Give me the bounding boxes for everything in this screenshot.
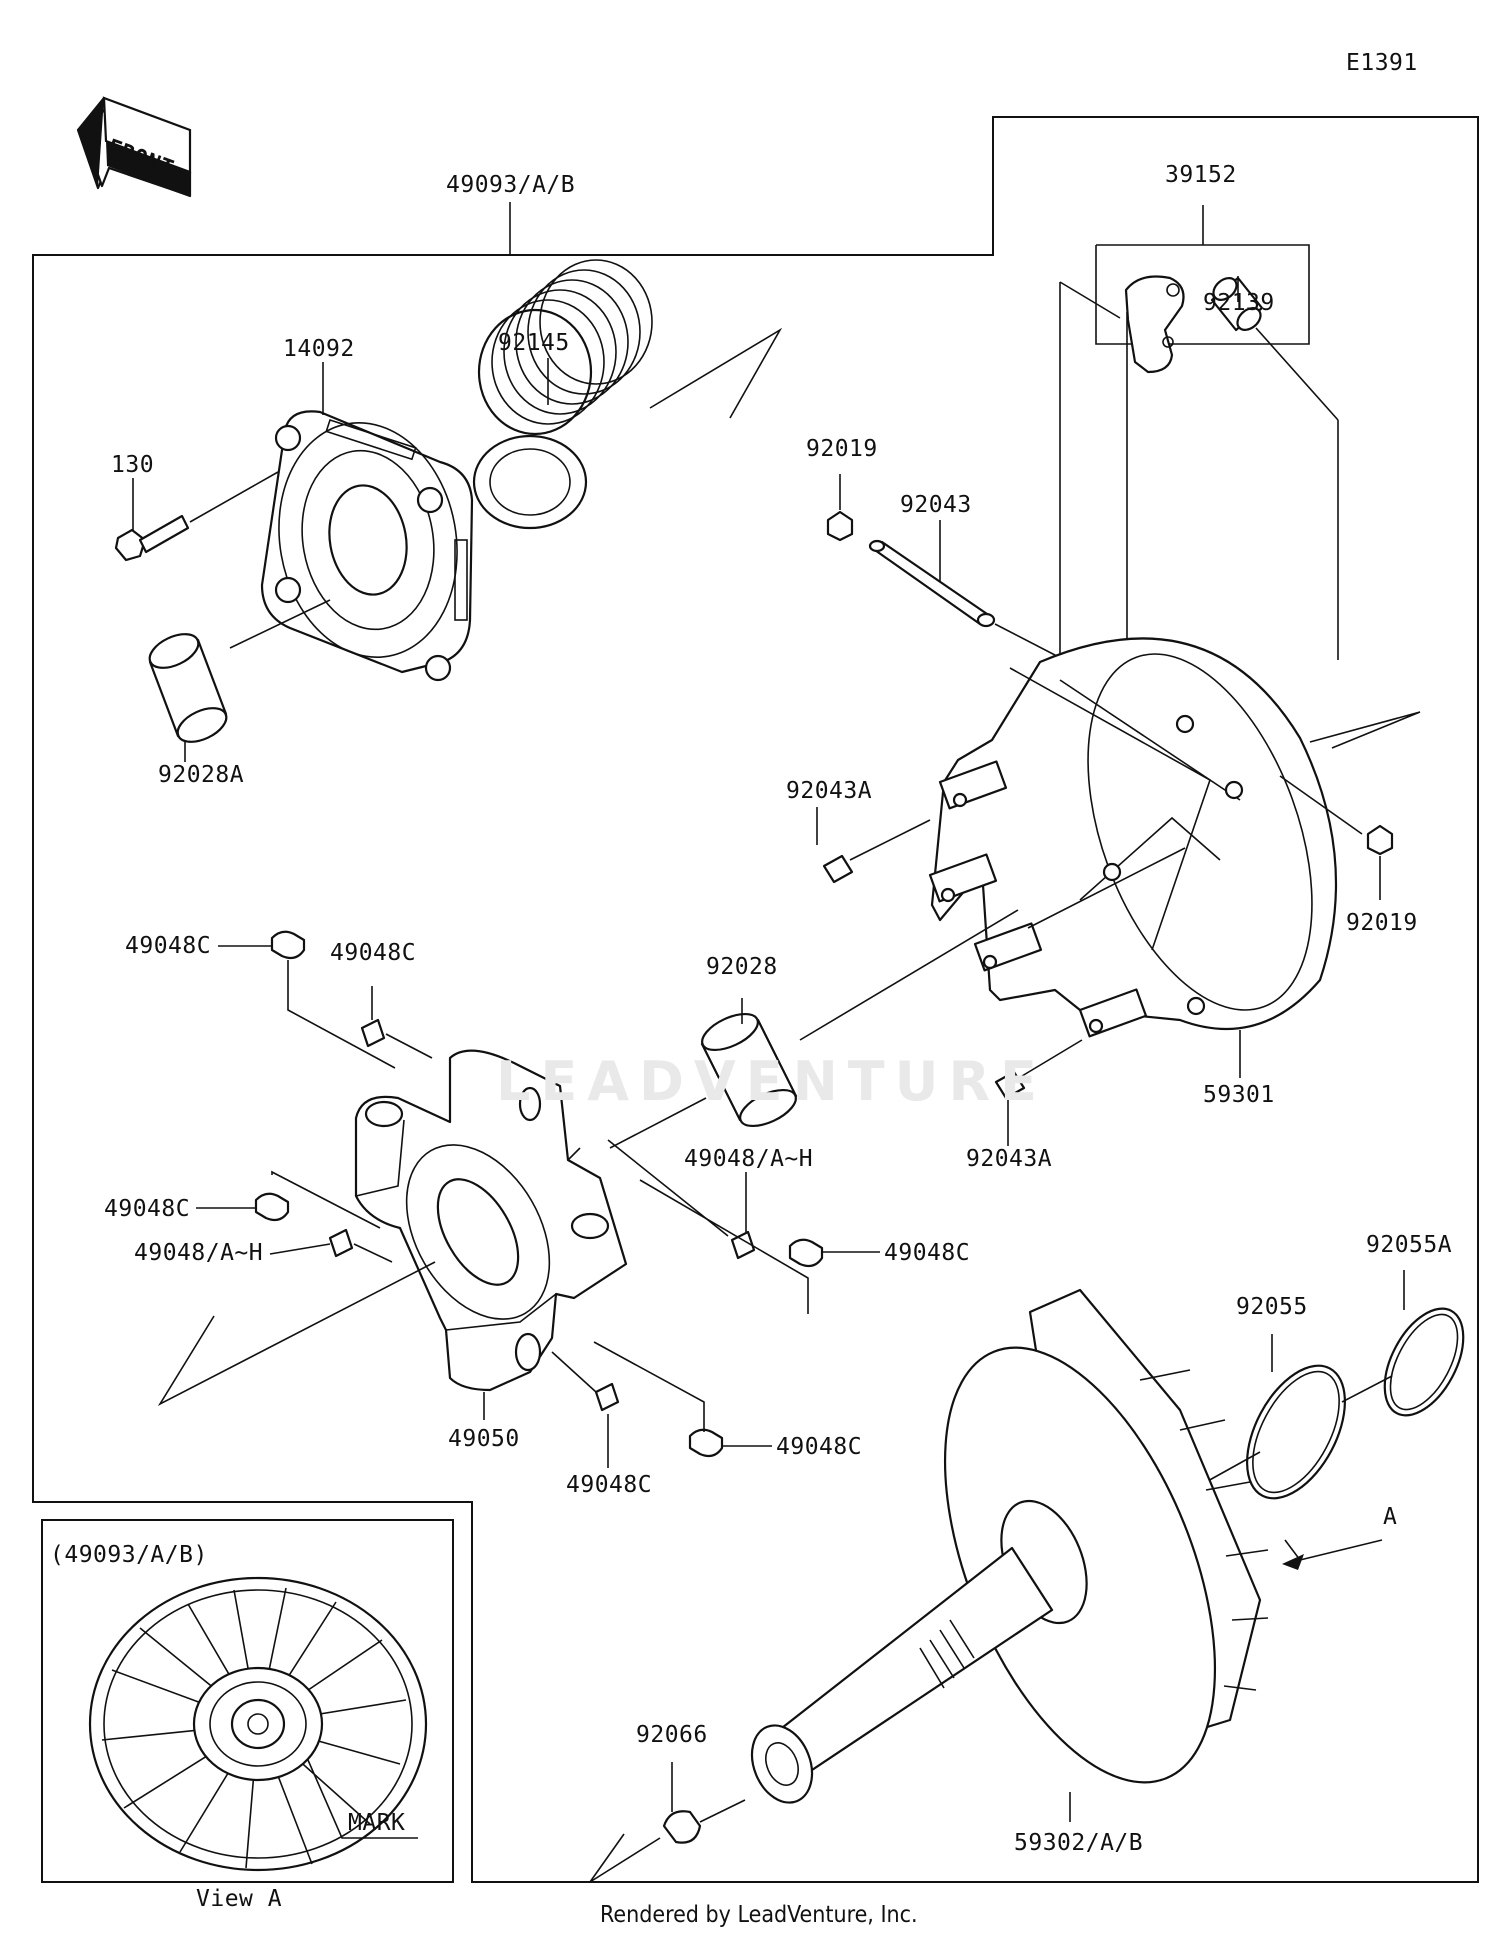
part-label-92139: 92139 — [1203, 290, 1275, 316]
watermark: LEADVENTURE — [496, 1050, 1047, 1113]
part-label-92028: 92028 — [706, 954, 778, 980]
part-label-39152: 39152 — [1165, 162, 1237, 188]
bolt-part — [114, 514, 190, 562]
part-label-49048c-4: 49048C — [884, 1240, 971, 1266]
part-label-92028a: 92028A — [158, 762, 245, 788]
movable-sheave-part — [928, 637, 1338, 1038]
view-arrow-label: A — [1383, 1504, 1398, 1530]
part-label-59302-a-b: 59302/A/B — [1014, 1830, 1144, 1856]
part-label-49048c-6: 49048C — [776, 1434, 863, 1460]
part-label-49048-a-h-2: 49048/A~H — [684, 1146, 814, 1172]
part-label-92043a-bottom: 92043A — [966, 1146, 1053, 1172]
part-label-92043: 92043 — [900, 492, 972, 518]
part-label-59301: 59301 — [1203, 1082, 1275, 1108]
footer-credit: Rendered by LeadVenture, Inc. — [600, 1902, 918, 1928]
o-ring-part — [1246, 1364, 1346, 1500]
diagram-code: E1391 — [1346, 50, 1418, 76]
inset-frame — [41, 1519, 454, 1883]
slider-cap-part — [254, 930, 824, 1458]
inset-title: (49093/A/B) — [50, 1542, 208, 1568]
part-label-49048c-1: 49048C — [125, 933, 212, 959]
view-a-fan-part — [88, 1576, 428, 1872]
part-label-92066: 92066 — [636, 1722, 708, 1748]
weight-arm-part — [1124, 275, 1185, 374]
inset-caption: View A — [196, 1886, 283, 1912]
part-label-49048c-3: 49048C — [104, 1196, 191, 1222]
o-ring-a-part — [1383, 1307, 1465, 1417]
dowel-pin-part — [822, 854, 854, 884]
spring-part — [472, 259, 653, 530]
front-arrow-icon — [76, 96, 192, 198]
shaft-pin-part — [868, 539, 996, 628]
part-label-49048c-2: 49048C — [330, 940, 417, 966]
assembly-label: 49093/A/B — [446, 172, 576, 198]
part-label-92019-right: 92019 — [1346, 910, 1418, 936]
part-label-49050: 49050 — [448, 1426, 520, 1452]
cover-plate-part — [260, 410, 474, 682]
part-label-92145: 92145 — [498, 330, 570, 356]
part-label-92055a: 92055A — [1366, 1232, 1453, 1258]
part-label-14092: 14092 — [283, 336, 355, 362]
pin-part — [1210, 276, 1264, 332]
part-label-92055: 92055 — [1236, 1294, 1308, 1320]
bushing-a-part — [148, 633, 228, 743]
fixed-sheave-part — [750, 1288, 1269, 1804]
part-label-49048c-5: 49048C — [566, 1472, 653, 1498]
part-label-92043a-top: 92043A — [786, 778, 873, 804]
bushing-part — [700, 1012, 798, 1128]
part-label-130: 130 — [111, 452, 155, 478]
nut-part — [826, 510, 854, 542]
part-label-49048-a-h-1: 49048/A~H — [134, 1240, 264, 1266]
part-label-92019-top: 92019 — [806, 436, 878, 462]
mark-label: MARK — [348, 1810, 406, 1836]
spider-part — [354, 1049, 628, 1392]
